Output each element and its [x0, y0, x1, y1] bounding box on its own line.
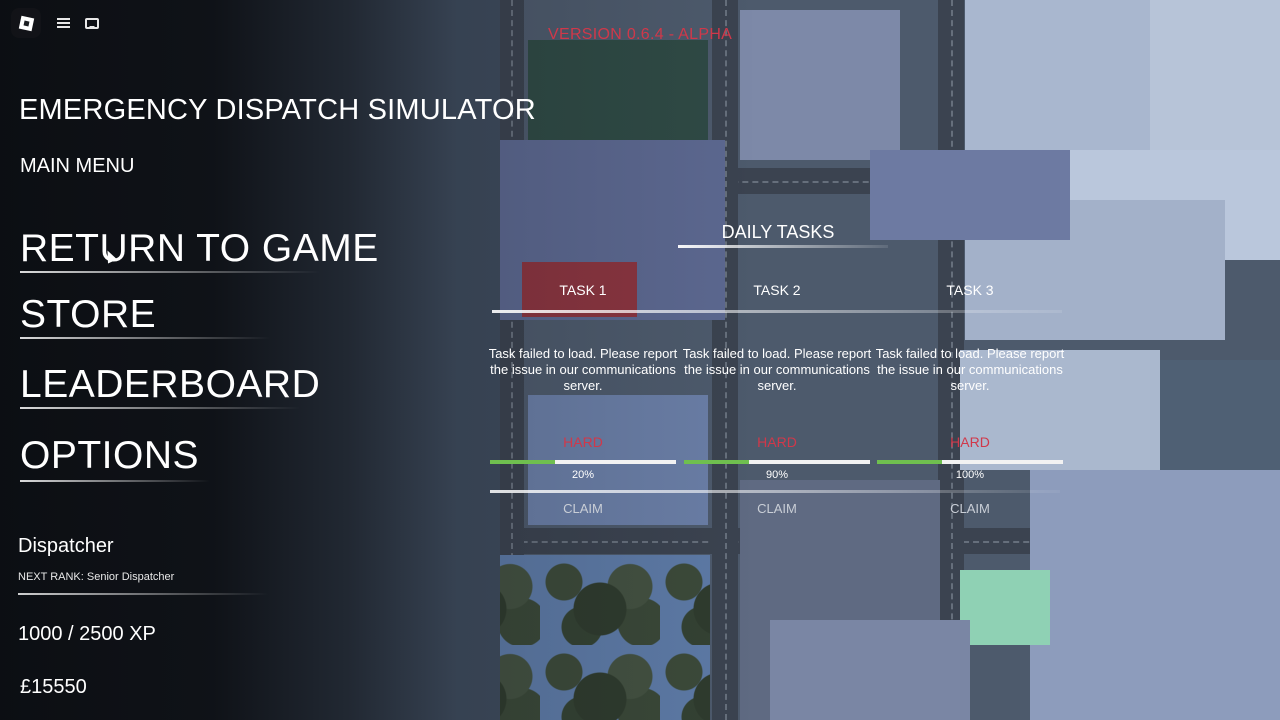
daily-tasks-title: DAILY TASKS [721, 222, 835, 242]
building [1030, 470, 1280, 720]
task-tab[interactable]: TASK 1 [559, 282, 607, 298]
task-progress-bar [490, 460, 676, 464]
task-description: Task failed to load. Please report the i… [875, 346, 1065, 393]
task-card: TASK 1 Task failed to load. Please repor… [489, 282, 678, 516]
roblox-logo-button[interactable] [11, 8, 41, 38]
chat-bubble-icon [85, 17, 99, 29]
teal-building [960, 570, 1050, 645]
building [960, 350, 1160, 470]
menu-underline [20, 337, 270, 339]
task-tab[interactable]: TASK 2 [753, 282, 801, 298]
trees-right [1160, 360, 1280, 490]
leaderboard-button[interactable]: LEADERBOARD [20, 363, 321, 406]
task-progress-text: 20% [571, 469, 595, 481]
task-progress-bar [684, 460, 870, 464]
task-difficulty: HARD [757, 434, 797, 450]
progress-fill [490, 460, 556, 464]
claim-button[interactable]: CLAIM [563, 501, 603, 516]
task-difficulty: HARD [950, 434, 990, 450]
xp-counter: 1000 / 2500 XP [18, 623, 156, 645]
task-description: Task failed to load. Please report the i… [682, 346, 872, 393]
task-card: TASK 2 Task failed to load. Please repor… [683, 282, 872, 516]
task-progress-bar [877, 460, 1063, 464]
daily-tasks-underline [678, 245, 888, 248]
options-button[interactable]: OPTIONS [20, 434, 200, 477]
return-to-game-button[interactable]: RETURN TO GAME [20, 227, 379, 270]
building [965, 0, 1155, 150]
task-description: Task failed to load. Please report the i… [488, 346, 678, 393]
building [770, 620, 970, 720]
version-label: VERSION 0.6.4 - ALPHA [548, 26, 733, 43]
menu-underline [20, 480, 210, 482]
claim-button[interactable]: CLAIM [757, 501, 797, 516]
claim-divider [490, 490, 1060, 493]
menu-underline [20, 407, 300, 409]
tasks-divider [492, 310, 1062, 313]
chat-button[interactable] [77, 8, 107, 38]
rank-divider [18, 593, 268, 595]
menu-underline [20, 271, 320, 273]
hamburger-menu-icon [56, 16, 70, 30]
claim-button[interactable]: CLAIM [950, 501, 990, 516]
progress-fill [877, 460, 943, 464]
task-progress-text: 100% [955, 469, 985, 481]
progress-fill [684, 460, 750, 464]
task-progress-text: 90% [765, 469, 789, 481]
main-menu-heading: MAIN MENU [20, 155, 135, 177]
next-rank: NEXT RANK: Senior Dispatcher [18, 571, 175, 583]
store-button[interactable]: STORE [20, 293, 157, 336]
task-tab[interactable]: TASK 3 [946, 282, 994, 298]
road-marking [951, 0, 953, 720]
roblox-logo-icon [18, 15, 34, 31]
current-rank: Dispatcher [18, 535, 114, 557]
task-difficulty: HARD [563, 434, 603, 450]
building [870, 150, 1070, 240]
building [740, 10, 900, 160]
menu-button[interactable] [48, 8, 78, 38]
left-dark-overlay [0, 0, 760, 720]
game-title: EMERGENCY DISPATCH SIMULATOR [19, 94, 536, 126]
task-card: TASK 3 Task failed to load. Please repor… [876, 282, 1065, 516]
money-balance: £15550 [20, 676, 87, 698]
